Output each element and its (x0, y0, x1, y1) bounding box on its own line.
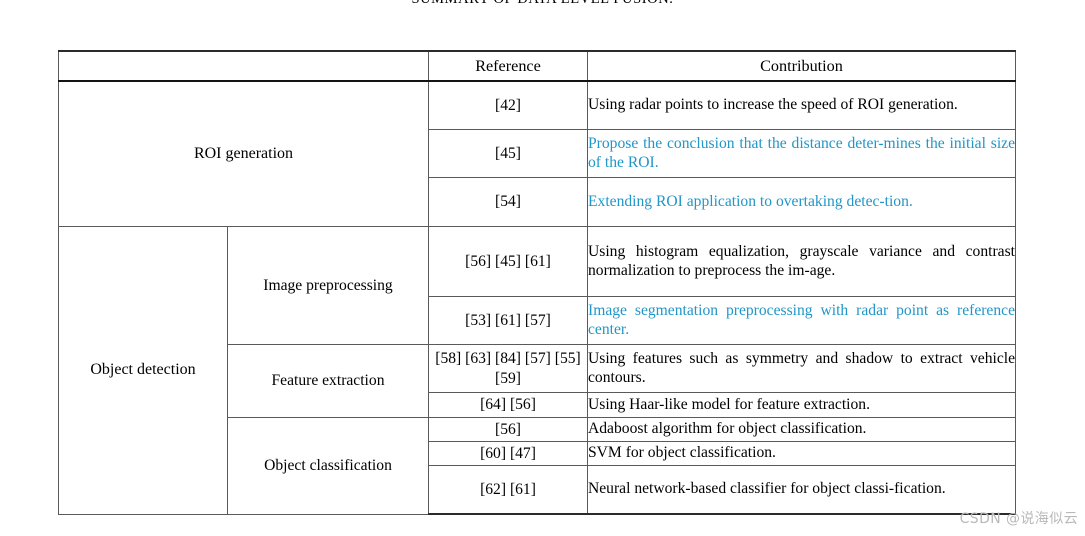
table-caption: SUMMARY OF DATA LEVEL FUSION. (0, 0, 1085, 8)
contribution-cell: Extending ROI application to overtaking … (587, 177, 1016, 227)
subcategory-feature-extraction: Feature extraction (227, 344, 429, 418)
category-object-detection: Object detection (58, 226, 228, 515)
reference-cell: [45] (428, 129, 588, 178)
contribution-cell: Adaboost algorithm for object classifica… (587, 417, 1016, 442)
header-reference: Reference (428, 50, 588, 82)
subcategory-object-classification: Object classification (227, 417, 429, 515)
contribution-cell: Image segmentation preprocessing with ra… (587, 296, 1016, 345)
contribution-cell: Using Haar-like model for feature extrac… (587, 392, 1016, 418)
table-row: [45] Propose the conclusion that the dis… (59, 129, 1016, 178)
table-row: Object classification [56] Adaboost algo… (59, 417, 1016, 515)
table-row: Object detection Image preprocessing [56… (58, 226, 1016, 515)
header-category (58, 50, 429, 82)
table-header-row: Reference Contribution (58, 50, 1016, 82)
table-row: Feature extraction [58] [63] [84] [57] [… (59, 344, 1016, 418)
table-row: [64] [56] Using Haar-like model for feat… (59, 392, 1016, 418)
category-roi-generation: ROI generation (58, 80, 429, 227)
reference-cell: [58] [63] [84] [57] [55] [59] (428, 344, 588, 393)
header-contribution: Contribution (587, 50, 1016, 82)
contribution-cell: Using features such as symmetry and shad… (587, 344, 1016, 393)
subcategory-image-preprocessing: Image preprocessing (227, 226, 429, 345)
csdn-watermark: CSDN @说海似云 (959, 511, 1078, 527)
contribution-cell: Using radar points to increase the speed… (587, 80, 1016, 130)
reference-cell: [42] (428, 80, 588, 130)
reference-cell: [56] (428, 417, 588, 442)
table-row: [60] [47] SVM for object classification. (59, 441, 1016, 466)
contribution-cell: SVM for object classification. (587, 441, 1016, 466)
table-row: ROI generation [42] Using radar points t… (58, 80, 1016, 227)
reference-cell: [56] [45] [61] (428, 226, 588, 297)
table-row: [62] [61] Neural network-based classifie… (59, 465, 1016, 515)
data-level-fusion-table: Reference Contribution ROI generation [4… (58, 50, 1016, 515)
reference-cell: [62] [61] (428, 465, 588, 515)
contribution-cell: Propose the conclusion that the distance… (587, 129, 1016, 178)
table-row: [54] Extending ROI application to overta… (59, 177, 1016, 227)
contribution-cell: Using histogram equalization, grayscale … (587, 226, 1016, 297)
reference-cell: [60] [47] (428, 441, 588, 466)
table-row: [53] [61] [57] Image segmentation prepro… (59, 296, 1016, 345)
reference-cell: [54] (428, 177, 588, 227)
reference-cell: [64] [56] (428, 392, 588, 418)
contribution-cell: Neural network-based classifier for obje… (587, 465, 1016, 515)
reference-cell: [53] [61] [57] (428, 296, 588, 345)
